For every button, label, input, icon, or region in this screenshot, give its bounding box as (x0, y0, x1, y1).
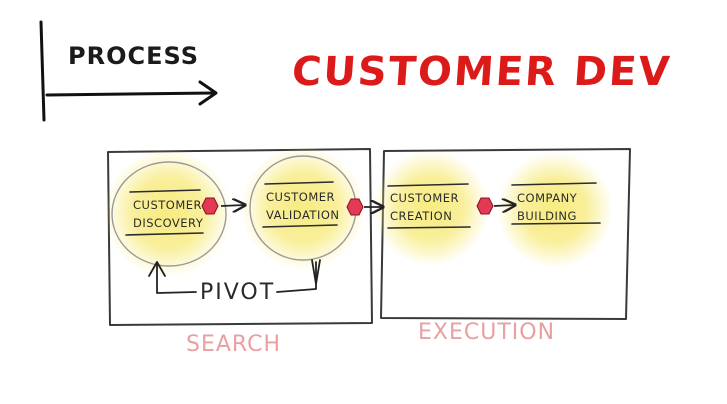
node-label-line: DISCOVERY (133, 216, 204, 230)
search-phase-label: SEARCH (186, 332, 282, 357)
page-title: CUSTOMER DEV (290, 49, 673, 95)
customer-validation-node: CUSTOMER VALIDATION (266, 188, 340, 224)
connector-hexagon-2 (346, 198, 364, 216)
node-label-line: CUSTOMER (266, 190, 336, 204)
axis-vertical-line (39, 20, 46, 122)
customer-creation-highlight (373, 150, 489, 266)
company-building-node: COMPANY BUILDING (517, 189, 577, 225)
customer-discovery-circle (111, 161, 227, 267)
arrow-discovery-to-validation (220, 205, 245, 206)
customer-discovery-highlight (104, 149, 232, 277)
node-label-line: BUILDING (517, 209, 577, 223)
process-axis (39, 20, 218, 122)
arrow-creation-to-building (493, 205, 515, 206)
customer-validation-highlight (241, 146, 365, 270)
customer-creation-node: CUSTOMER CREATION (390, 189, 459, 225)
node-label-line: CREATION (390, 209, 453, 223)
execution-phase-box (380, 148, 631, 320)
pivot-left-segment (156, 262, 197, 294)
company-building-highlight (497, 152, 613, 268)
axis-horizontal-line (45, 91, 216, 97)
connector-hexagon-3 (476, 197, 494, 215)
node-label-line: COMPANY (517, 191, 578, 205)
pivot-right-segment (276, 261, 317, 293)
process-axis-label: PROCESS (68, 42, 199, 70)
pivot-up-arrowhead (148, 261, 166, 277)
connector-hexagon-1 (201, 197, 219, 215)
pivot-loop (148, 259, 321, 294)
node-label-line: VALIDATION (266, 208, 340, 222)
axis-arrowhead (198, 80, 218, 106)
customer-discovery-node: CUSTOMER DISCOVERY (133, 196, 203, 232)
node-label-rules (125, 181, 601, 236)
node-label-line: CUSTOMER (133, 198, 203, 212)
pivot-label: PIVOT (200, 280, 276, 305)
execution-phase-label: EXECUTION (418, 320, 556, 345)
node-label-line: CUSTOMER (390, 191, 460, 205)
